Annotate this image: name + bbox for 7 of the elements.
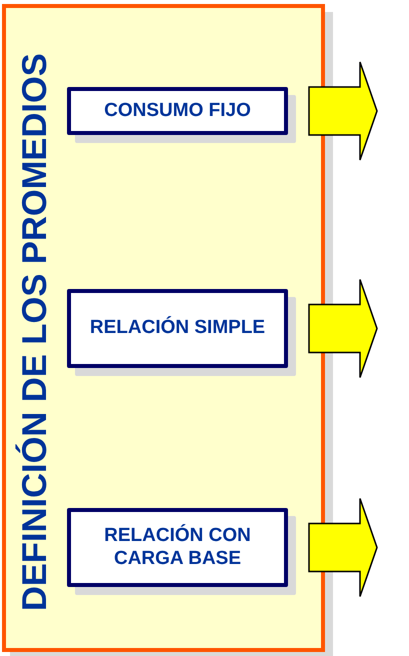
vertical-title: DEFINICIÓN DE LOS PROMEDIOS xyxy=(16,53,56,611)
block-arrow xyxy=(308,61,378,161)
box-label: RELACIÓN CON CARGA BASE xyxy=(103,524,252,570)
box-label: RELACIÓN SIMPLE xyxy=(90,317,266,340)
box-label: CONSUMO FIJO xyxy=(104,100,251,122)
block-arrow xyxy=(308,498,378,598)
block-arrow xyxy=(308,278,378,378)
